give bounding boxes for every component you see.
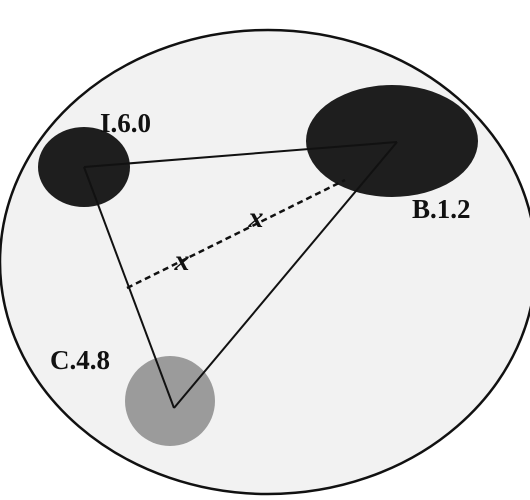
outer-circle (0, 28, 530, 496)
label-top-left: I.6.0 (100, 108, 151, 138)
blob-bottom-left (125, 356, 215, 446)
marker-x-second: x (174, 244, 190, 277)
marker-x-first: x (248, 201, 264, 234)
dashed-connector (126, 178, 346, 290)
label-right: B.1.2 (412, 194, 471, 224)
edge-right (173, 141, 398, 409)
label-bottom-left: C.4.8 (50, 345, 110, 375)
blob-right (306, 85, 478, 197)
edge-top (83, 141, 398, 168)
